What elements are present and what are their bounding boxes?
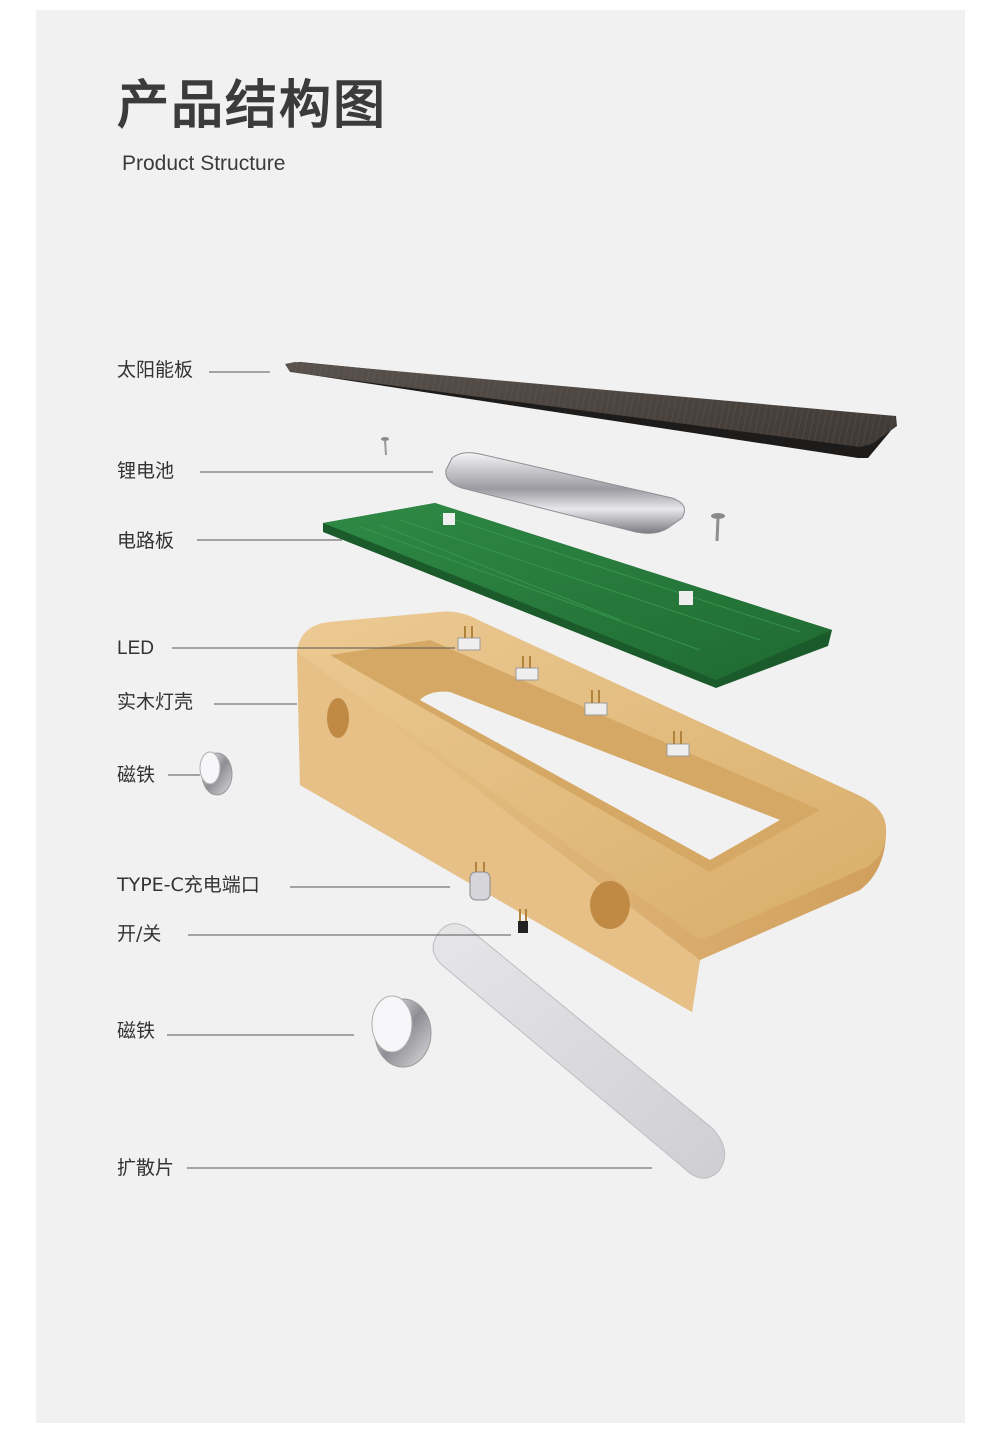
screw-icon bbox=[381, 437, 389, 456]
label-wooden-shell: 实木灯壳 bbox=[117, 691, 194, 713]
page-title: 产品结构图 bbox=[117, 76, 388, 136]
label-solar-panel: 太阳能板 bbox=[117, 359, 194, 381]
label-switch: 开/关 bbox=[117, 923, 162, 945]
screw-icon bbox=[711, 513, 725, 542]
label-type-c-port: TYPE-C充电端口 bbox=[117, 874, 260, 896]
switch-icon bbox=[518, 909, 528, 933]
circuit-board bbox=[323, 503, 832, 688]
label-magnet-bottom: 磁铁 bbox=[117, 1020, 156, 1042]
magnet-icon bbox=[371, 995, 432, 1068]
wooden-lamp-shell bbox=[297, 611, 886, 1012]
label-magnet-top: 磁铁 bbox=[117, 764, 156, 786]
type-c-port-icon bbox=[469, 862, 491, 901]
label-diffuser: 扩散片 bbox=[117, 1157, 175, 1179]
lithium-battery bbox=[445, 452, 685, 534]
magnet-icon bbox=[199, 751, 233, 796]
label-battery: 锂电池 bbox=[117, 460, 175, 482]
leader-lines bbox=[167, 371, 652, 1169]
label-led: LED bbox=[117, 638, 154, 659]
diffuser-sheet bbox=[432, 923, 726, 1179]
solar-panel bbox=[285, 362, 897, 458]
label-circuit-board: 电路板 bbox=[117, 530, 175, 552]
page-subtitle: Product Structure bbox=[122, 152, 286, 175]
